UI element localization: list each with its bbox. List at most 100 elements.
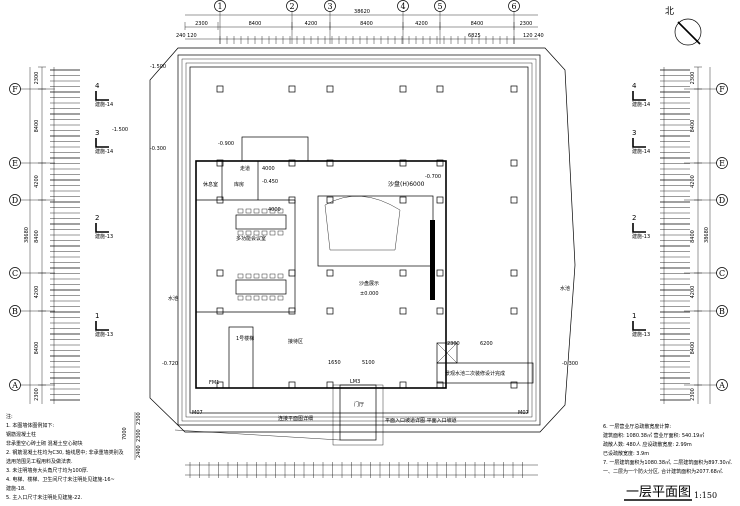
room-ramp: 连接平面图详细	[278, 415, 313, 422]
structural-column	[216, 159, 224, 167]
dim-1650: 1650	[328, 360, 341, 366]
note-line: 7. 一层建筑面积为1080.38㎡, 二层建筑面积为897.30㎡.	[603, 459, 733, 466]
dim-segment: 2300	[690, 72, 696, 85]
section-marks-left: 4建施-14 3 建施-14 2 建施-13 1建施-13	[95, 82, 113, 338]
dim-segment: 4200	[305, 21, 318, 27]
structural-column	[399, 307, 407, 315]
structural-column	[288, 381, 296, 389]
room-storage: 库房	[234, 181, 244, 188]
dim-segment: 4200	[34, 286, 40, 299]
dim-total-left: 38680	[24, 227, 30, 243]
note-line: 钢筋混凝土柱	[6, 431, 36, 438]
section-mark: 1建施-13	[95, 312, 113, 338]
dim-segment: 2300	[520, 21, 533, 27]
structural-column	[399, 85, 407, 93]
level-2: -0.300	[150, 146, 166, 152]
structural-column	[326, 85, 334, 93]
section-mark: 4建施-14	[95, 82, 113, 108]
structural-column	[326, 381, 334, 389]
level-8: -0.300	[562, 361, 578, 367]
structural-column	[510, 269, 518, 277]
section-mark: 2 建施-13	[95, 214, 113, 240]
note-line: 1. 本图墙体图例如下:	[6, 422, 54, 429]
section-mark: 2建施-13	[632, 214, 650, 240]
dim-edge-right: 120 240	[523, 33, 544, 39]
structural-column	[399, 269, 407, 277]
section-ref: 建施-14	[95, 148, 113, 155]
axis-label: 1	[217, 2, 222, 11]
axis-label: C	[719, 269, 725, 278]
level-1: -1.500	[150, 64, 166, 70]
axis-label: E	[719, 159, 725, 168]
note-line: 4. 电梯、楼梯、卫生间尺寸未注明处见建施-16~	[6, 476, 115, 483]
dim-segment: 4200	[690, 286, 696, 299]
level-3: -0.900	[218, 141, 234, 147]
door-m-right: M07	[518, 410, 529, 416]
note-line: 非承重空心砖土砌 混凝土空心砌块	[6, 440, 83, 447]
axis-label: 3	[327, 2, 332, 11]
dim-segment: 8400	[690, 120, 696, 133]
axis-bubble-row: D	[684, 194, 728, 206]
dim-segment: 8400	[360, 21, 373, 27]
structural-column	[436, 269, 444, 277]
section-number: 3	[95, 129, 99, 137]
note-line: 3. 未注明墙身大头角尺寸均为100厚.	[6, 467, 89, 474]
level-marks: -1.500 -1.500 -0.300 -0.900 -0.450 ±0.00…	[112, 64, 578, 367]
dim-segment: 8400	[690, 342, 696, 355]
section-number: 4	[95, 82, 100, 90]
room-lobby: 门厅	[354, 401, 364, 408]
dim-segment: 8400	[690, 230, 696, 243]
room-lounge: 休息室	[203, 181, 218, 188]
notes-right: 6. 一层营业厅总疏散宽度计算: 建筑面积: 1080.38㎡ 营业厅面积: 5…	[603, 423, 733, 475]
dim-segment: 8400	[34, 120, 40, 133]
dim-edge-left: 240 120	[176, 33, 197, 39]
structural-column	[399, 159, 407, 167]
structural-column	[436, 159, 444, 167]
axis-bubble-row: E	[684, 157, 728, 169]
room-reception: 接待区	[288, 338, 303, 345]
structural-column	[510, 85, 518, 93]
axis-label: 6	[511, 2, 516, 11]
site-platform	[149, 47, 576, 433]
axis-bubble-row: B	[684, 305, 728, 317]
dim-segment: 2300	[690, 388, 696, 401]
dim-segment: 8400	[34, 342, 40, 355]
note-line: 6. 一层营业厅总疏散宽度计算:	[603, 423, 671, 430]
note-line: 建筑面积: 1080.38㎡ 营业厅面积: 540.19㎡	[603, 432, 704, 439]
axis-label: B	[12, 307, 18, 316]
axis-label: E	[12, 159, 18, 168]
structural-column	[326, 196, 334, 204]
note-line: 2. 钢筋混凝土柱均为C30, 轴线居中; 非承重墙类别及	[6, 449, 124, 456]
axis-label: C	[12, 269, 18, 278]
dim-segment: 4200	[34, 175, 40, 188]
room-labels: 走道 库房 休息室 多功能会议室 沙盘展示 1号楼梯 接待区 水池 水池 门厅 …	[168, 165, 570, 424]
axis-label: 4	[400, 2, 405, 11]
section-mark: 4建施-14	[632, 82, 650, 108]
title-text: 一层平面图	[626, 485, 691, 500]
dim-segment: 4200	[690, 175, 696, 188]
section-number: 1	[632, 312, 636, 320]
structural-column	[216, 307, 224, 315]
dim-sub-right: 6825	[468, 33, 481, 39]
section-number: 2	[95, 214, 99, 222]
note-line: 选用范围见工程用料及做法表.	[6, 458, 73, 465]
dim-b1: 2300	[136, 412, 142, 425]
room-water-right: 水池	[560, 285, 570, 292]
bottom-dimensions: 1650 5100 2300 6200 4000 4000 7000 2300 …	[122, 166, 538, 478]
dim-7000: 7000	[122, 427, 128, 440]
structural-column	[288, 269, 296, 277]
structural-column	[510, 381, 518, 389]
structural-column	[326, 159, 334, 167]
axis-bubble-row: C	[684, 267, 728, 279]
axis-bubble-row: A	[9, 379, 55, 391]
level-7: -0.720	[162, 361, 178, 367]
door-lm: LM3	[350, 379, 360, 385]
note-line: 已设疏散宽度: 3.9m	[603, 450, 649, 457]
section-ref: 建施-13	[95, 233, 113, 240]
section-mark: 3 建施-14	[95, 129, 113, 155]
room-water-left: 水池	[168, 295, 178, 302]
section-ref: 建施-13	[632, 331, 650, 338]
